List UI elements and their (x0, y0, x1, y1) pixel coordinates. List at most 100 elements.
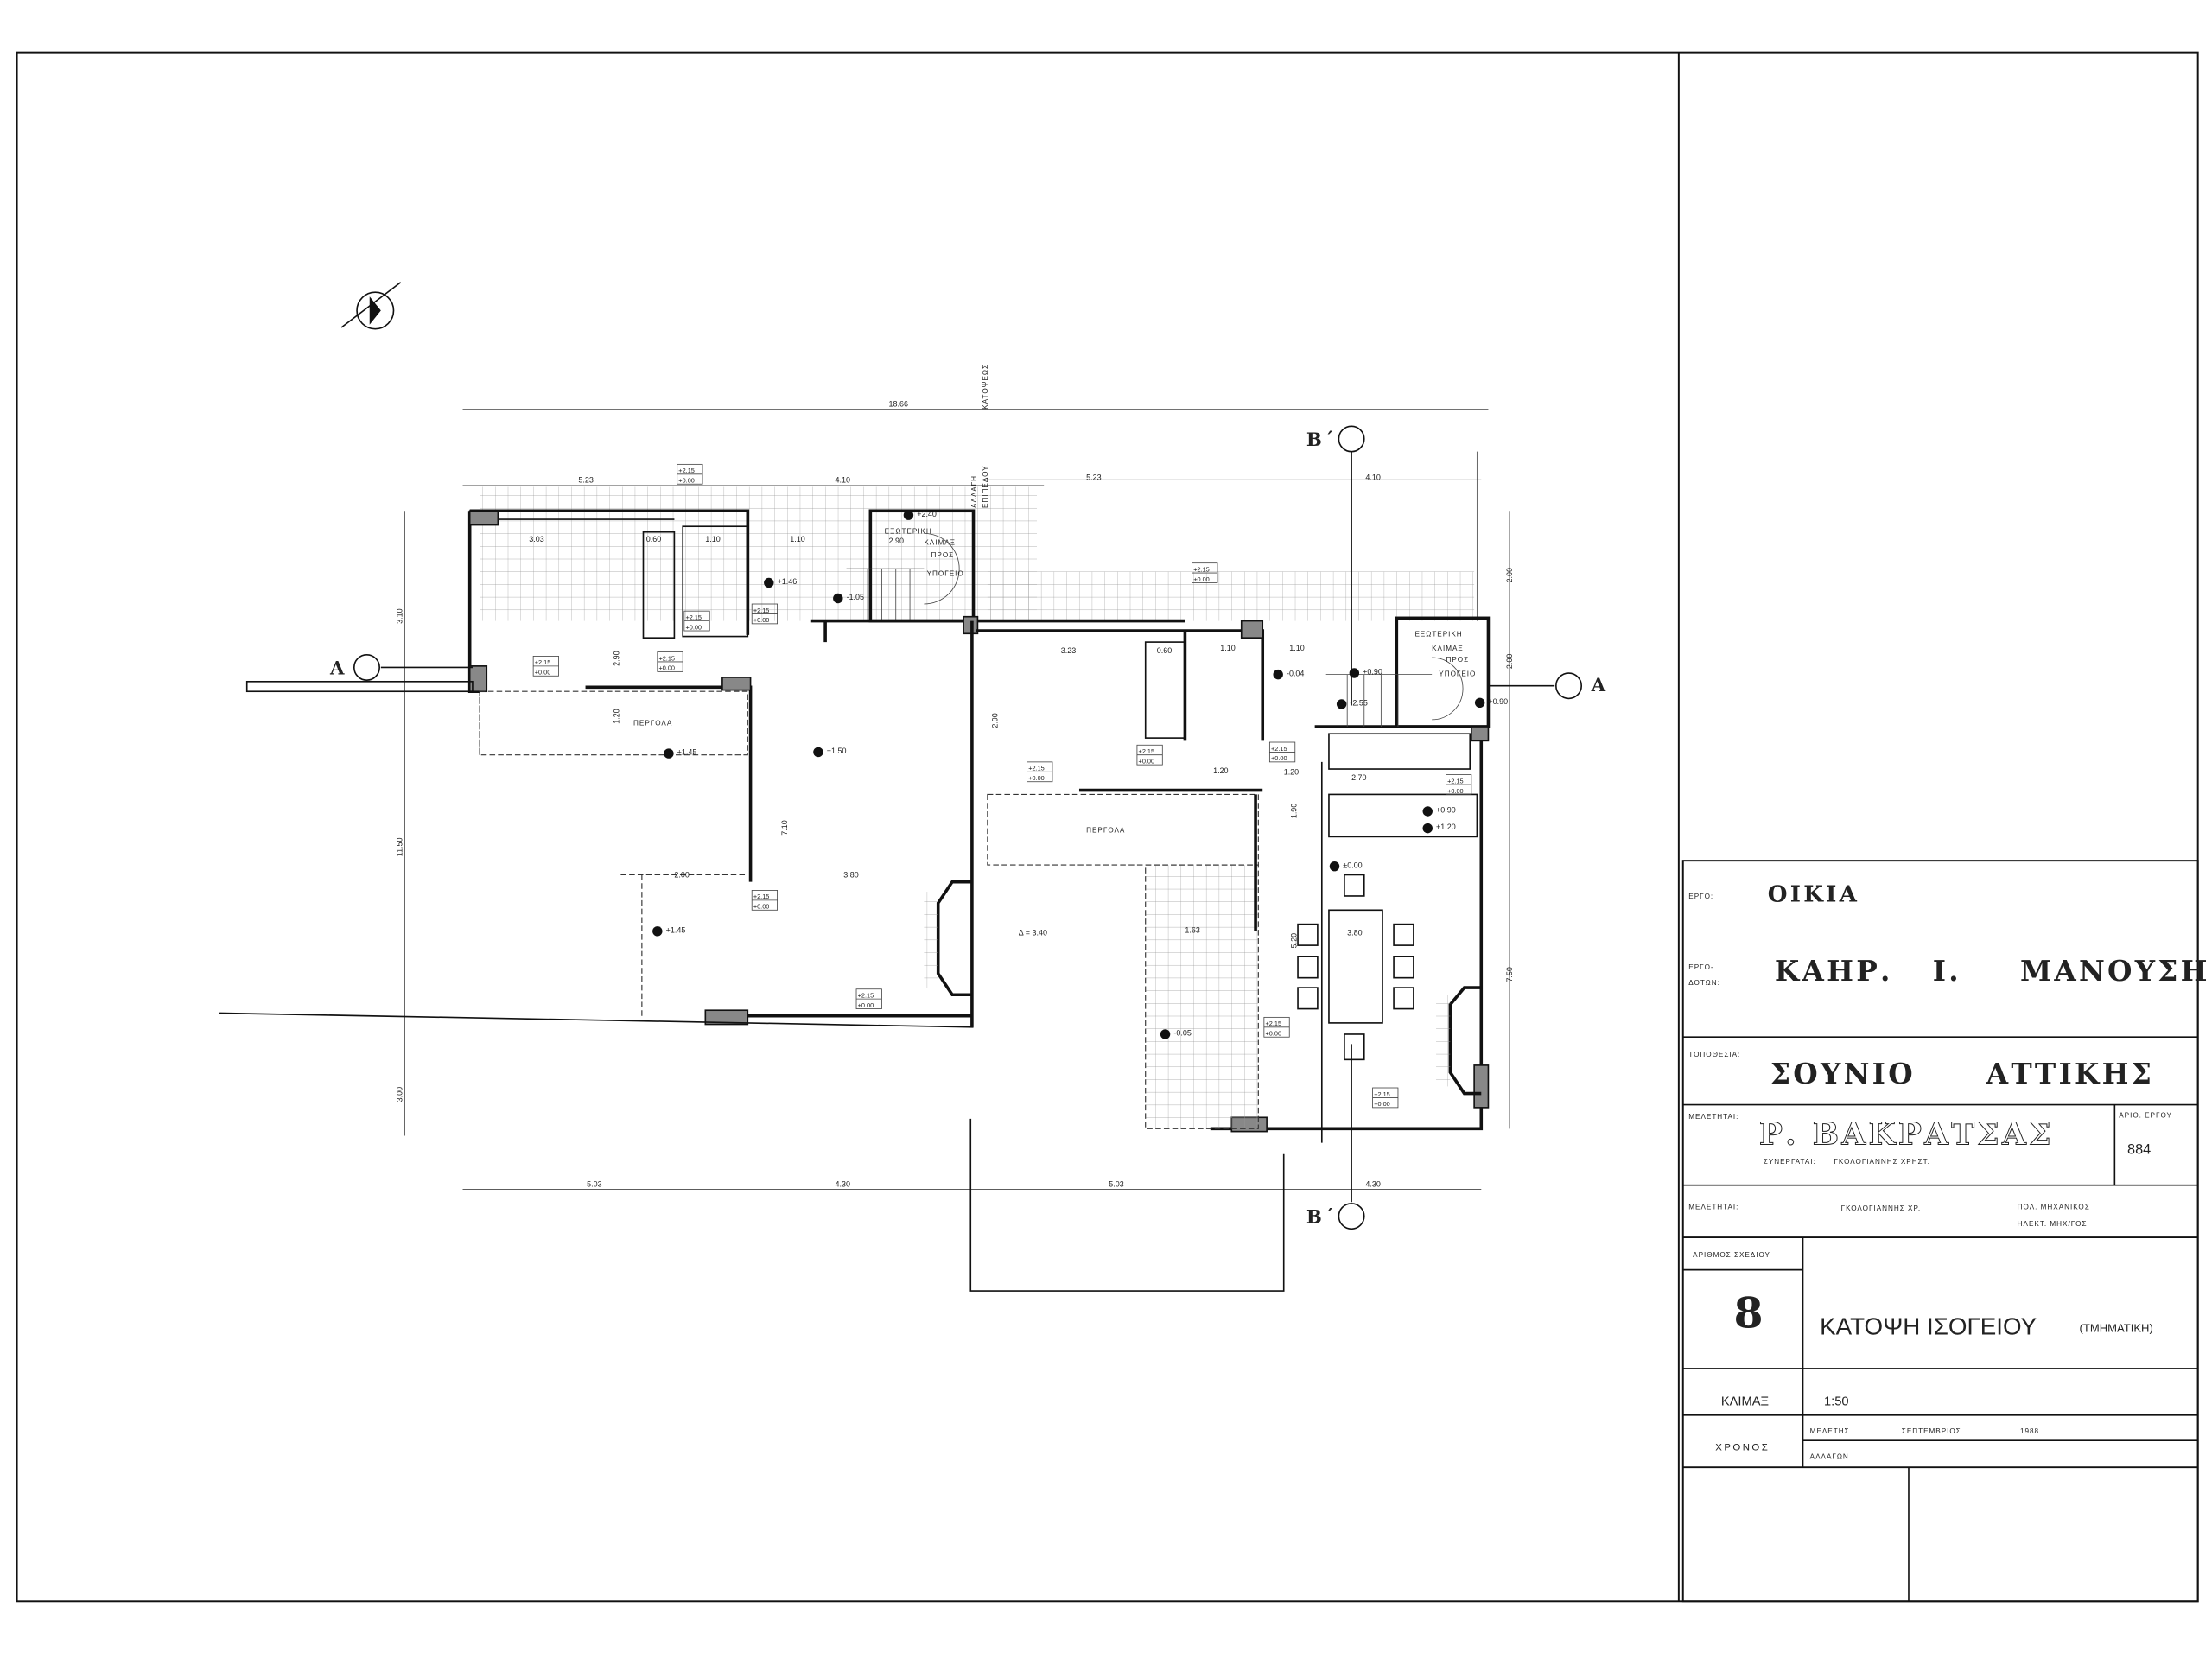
level-box-bottom: +0.00 (685, 623, 702, 631)
time-label: ΧΡΟΝΟΣ (1715, 1443, 1770, 1453)
level-box-top: +2.15 (753, 607, 770, 614)
note-text: ΑΛΛΑΓΗ (970, 475, 978, 508)
level-box-top: +2.15 (1265, 1020, 1281, 1027)
level-marker-icon: +0.90 (1349, 668, 1382, 678)
level-label: +1.20 (1436, 823, 1456, 831)
level-box-top: +2.15 (535, 658, 551, 666)
dimension-label: 1.63 (1185, 925, 1199, 934)
dimension-label: 1.90 (1289, 804, 1298, 818)
dimension-label: 1.10 (705, 535, 720, 543)
level-label: +1.50 (827, 747, 847, 755)
dimension-label: 2.70 (1351, 773, 1366, 782)
dimension-label: 4.30 (1365, 1179, 1380, 1188)
dimension-label: 3.00 (395, 1087, 404, 1102)
level-box-bottom: +0.00 (535, 669, 551, 677)
level-label: +1.46 (778, 577, 798, 586)
location-part: ΑΤΤΙΚΗΣ (1986, 1057, 2154, 1090)
pergola-label: ΠΕΡΓΟΛΑ (1086, 826, 1125, 834)
dimension-label: 1.10 (790, 535, 804, 543)
section-b-label: Β΄ (1306, 1207, 1337, 1229)
title-block: ΕΡΓΟ: ΟΙΚΙΑ ΕΡΓΟ- ΔΟΤΩΝ: ΚΑΗΡ. Ι. ΜΑΝΟΥΣ… (1681, 860, 2208, 1603)
level-box-top: +2.15 (1193, 565, 1210, 573)
level-box-top: +2.15 (1028, 765, 1045, 772)
dimension-label: 7.10 (780, 820, 789, 835)
level-box: +2.15+0.00 (751, 603, 778, 625)
level-box-bottom: +0.00 (1028, 774, 1045, 782)
level-marker-icon: +2.40 (903, 510, 937, 520)
stair-treads (846, 532, 960, 621)
level-marker-icon: -2.55 (1336, 699, 1368, 709)
engineers-label: ΜΕΛΕΤΗΤΑΙ: (1688, 1203, 1738, 1211)
dimension-label: 1.20 (1284, 768, 1299, 777)
level-box-top: +2.15 (1271, 745, 1287, 753)
dimension-label: 3.80 (843, 871, 858, 880)
level-box: +2.15 +0.00 (1192, 562, 1218, 583)
level-label: +2.40 (917, 510, 937, 518)
level-label: +1.45 (677, 748, 697, 757)
dimension-label: 3.03 (529, 535, 543, 543)
project-number-label: ΑΡΙΘ. ΕΡΓΟΥ (2119, 1111, 2172, 1119)
level-box-bottom: +0.00 (1265, 1030, 1281, 1038)
dimension-label: 11.50 (395, 837, 404, 856)
level-box: +2.15+0.00 (751, 890, 778, 911)
level-box-top: +2.15 (1374, 1090, 1390, 1098)
dimension-label: 1.20 (613, 709, 621, 723)
project-name: ΟΙΚΙΑ (1768, 881, 1859, 908)
drawing-title: ΚΑΤΟΨΗ ΙΣΟΓΕΙΟΥ (1820, 1313, 2037, 1340)
engineer-role: ΗΛΕΚΤ. ΜΗΧ/ΓΟΣ (2018, 1220, 2088, 1228)
engineer-role: ΠΟΛ. ΜΗΧΑΝΙΚΟΣ (2018, 1203, 2090, 1211)
location-label: ΤΟΠΟΘΕΣΙΑ: (1688, 1051, 1740, 1058)
dimension-label: 5.20 (1289, 933, 1298, 948)
level-box: +2.15 +0.00 (532, 656, 559, 677)
client-label: ΕΡΓΟ- (1688, 963, 1713, 971)
dimension-label: 3.80 (1347, 929, 1362, 937)
level-box-bottom: +0.00 (858, 1001, 874, 1009)
level-marker-icon: -1.05 (833, 593, 864, 604)
level-box-top: +2.15 (658, 654, 675, 662)
designers-label: ΜΕΛΕΤΗΤΑΙ: (1688, 1113, 1738, 1121)
collaborators-label: ΣΥΝΕΡΓΑΤΑΙ: (1764, 1158, 1816, 1166)
architect-name: Ρ. ΒΑΚΡΑΤΣΑΣ (1759, 1115, 2054, 1152)
dimension-label: 2.90 (990, 713, 999, 728)
level-label: +0.90 (1488, 697, 1508, 706)
level-box-bottom: +0.00 (753, 903, 770, 911)
study-month: ΣΕΠΤΕΜΒΡΙΟΣ (1902, 1427, 1961, 1435)
level-box: +2.15+0.00 (1372, 1087, 1399, 1109)
level-box: +2.15+0.00 (657, 651, 683, 672)
level-boxes: +2.15 +0.00 +2.15 +0.00 +2.15 +0.00 +2.15 +0… (532, 463, 1472, 1109)
dimension-label: 3.10 (395, 608, 404, 623)
pergola-label: ΠΕΡΓΟΛΑ (633, 719, 672, 727)
dimension-label: 2.90 (613, 651, 621, 665)
dimension-labels: 18.66 5.23 4.10 5.23 4.10 5.03 4.30 5.03… (529, 399, 1381, 1188)
level-marker-icon: ±0.00 (1329, 861, 1363, 872)
level-label: +1.45 (666, 925, 686, 934)
level-box: +2.15+0.00 (1446, 774, 1472, 795)
dining-table (1297, 874, 1414, 1061)
level-marker-icon: +1.46 (764, 577, 797, 588)
dimension-label: 1.10 (1220, 644, 1235, 652)
level-label: -0.05 (1173, 1029, 1191, 1038)
dimension-label: 1.20 (1213, 766, 1228, 775)
sheet-frame (16, 51, 2199, 1603)
level-label: +0.90 (1363, 668, 1382, 677)
dimension-label: Δ = 3.40 (1019, 929, 1047, 937)
level-box: +2.15 +0.00 (1027, 761, 1053, 783)
level-box-bottom: +0.00 (1193, 575, 1210, 583)
dimension-label: 0.60 (1157, 646, 1172, 655)
stair-treads (1325, 657, 1464, 728)
section-a-label: Α (1591, 675, 1609, 696)
level-marker-icon: -0.05 (1160, 1029, 1192, 1039)
section-markers: Α Α Β΄ Β΄ (329, 425, 1609, 1230)
level-box: +2.15 +0.00 (1263, 1016, 1290, 1038)
dimension-label: 4.10 (836, 476, 850, 485)
level-label: +0.90 (1436, 806, 1456, 815)
drawing-number: 8 (1734, 1288, 1766, 1338)
stair-label: ΕΞΩΤΕΡΙΚΗ (1415, 631, 1463, 639)
level-marker-icon: +1.50 (813, 747, 847, 758)
location-part: ΣΟΥΝΙΟ (1770, 1057, 1916, 1090)
paved-terrace-grid (480, 486, 1475, 621)
level-box-top: +2.15 (678, 467, 695, 474)
deck-boards (1145, 864, 1259, 1129)
project-label: ΕΡΓΟ: (1688, 893, 1713, 900)
client-name-part: ΚΑΗΡ. (1775, 954, 1893, 988)
